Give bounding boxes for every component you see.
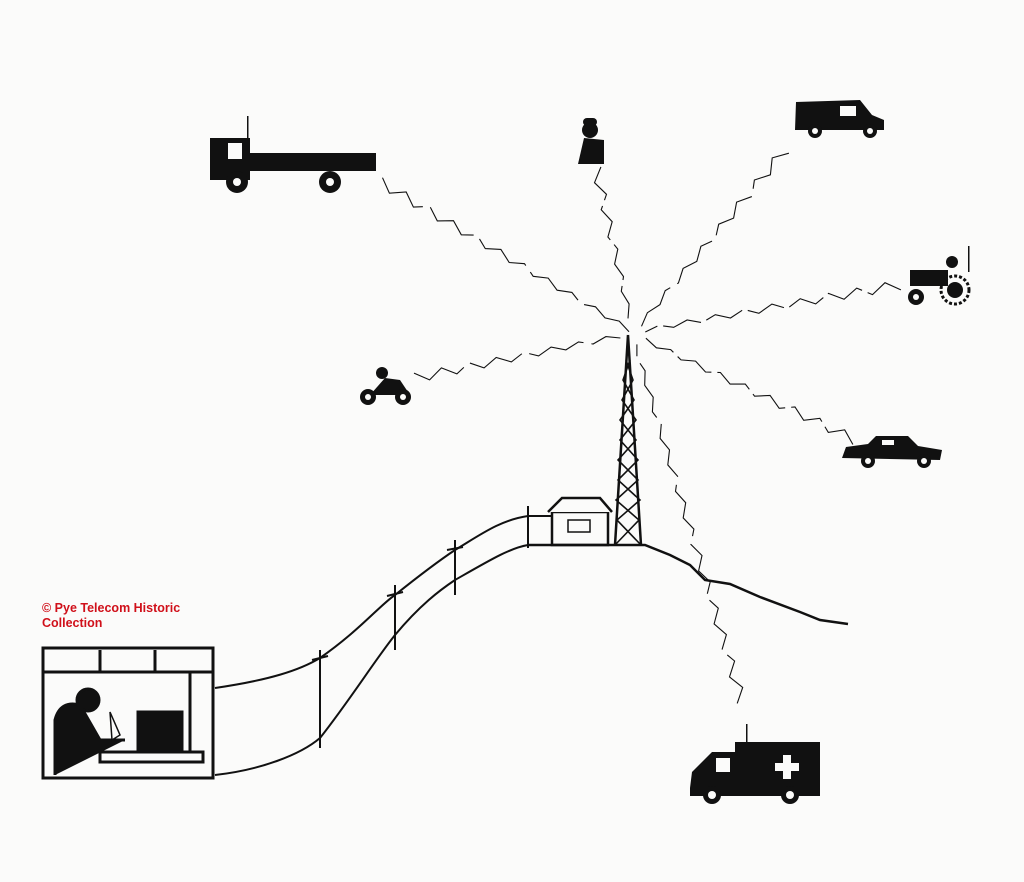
telephone-line: [214, 506, 552, 776]
radio-wave-0: [381, 177, 630, 333]
hill: [528, 543, 849, 626]
radio-waves: [381, 152, 902, 704]
policeman-with-radio: [578, 118, 604, 164]
radio-wave-3: [645, 282, 902, 333]
lorry: [210, 116, 376, 193]
motorcyclist: [360, 367, 411, 405]
radio-wave-1: [593, 166, 630, 319]
estate-car: [795, 100, 884, 138]
radio-wave-2: [640, 152, 790, 327]
radio-tower: [613, 334, 643, 546]
radio-wave-4: [413, 336, 621, 381]
saloon-car: [842, 436, 942, 468]
copyright-caption: © Pye Telecom Historic Collection: [42, 601, 212, 631]
transmitter-hut: [547, 496, 613, 547]
radio-wave-6: [636, 344, 744, 704]
ambulance: [690, 724, 820, 804]
caption-line-1: © Pye Telecom Historic: [42, 601, 181, 615]
control-room: [41, 646, 215, 780]
tractor: [908, 246, 971, 306]
radio-wave-5: [645, 337, 854, 445]
caption-line-2: Collection: [42, 616, 103, 630]
